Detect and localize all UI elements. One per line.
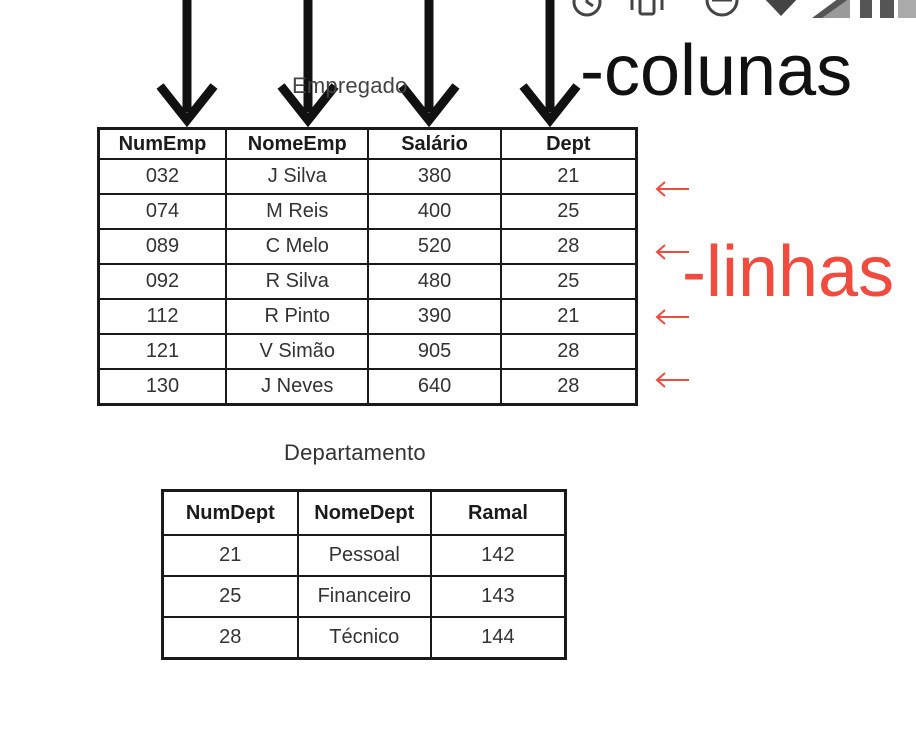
cell-numdept: 21 [161, 534, 299, 577]
cell-nomedept: Financeiro [296, 575, 432, 618]
department-table-caption: Departamento [284, 440, 426, 465]
cell-nomeemp: V Simão [225, 333, 370, 370]
department-header-row: NumDept NomeDept Ramal [161, 489, 567, 536]
department-table: NumDept NomeDept Ramal 21 Pessoal 142 25… [161, 489, 567, 660]
cell-ramal: 142 [429, 534, 567, 577]
cell-numdept: 28 [161, 616, 299, 660]
cell-nomeemp: R Silva [225, 263, 370, 300]
arrow-left-icon [655, 181, 689, 197]
cell-numemp: 089 [97, 228, 228, 265]
arrow-down-icon [156, 0, 218, 128]
cell-dept: 28 [499, 228, 638, 265]
cell-salario: 400 [367, 193, 502, 230]
arrow-down-icon [277, 0, 339, 128]
cell-numemp: 112 [97, 298, 228, 335]
column-pointer-arrows [156, 0, 581, 128]
table-row: 25 Financeiro 143 [161, 575, 567, 618]
do-not-disturb-icon [705, 0, 739, 17]
arrow-down-icon [398, 0, 460, 128]
table-row: 112 R Pinto 390 21 [97, 298, 638, 335]
arrow-left-icon [655, 372, 689, 388]
cell-numemp: 074 [97, 193, 228, 230]
table-row: 032 J Silva 380 21 [97, 158, 638, 195]
cell-nomeemp: J Silva [225, 158, 370, 195]
header-numdept: NumDept [161, 489, 299, 536]
columns-label: -colunas [580, 31, 853, 111]
arrow-left-icon [655, 309, 689, 325]
employee-header-row: NumEmp NomeEmp Salário Dept [97, 127, 638, 160]
status-bar [572, 0, 916, 18]
cell-dept: 28 [499, 333, 638, 370]
cell-dept: 28 [499, 368, 638, 406]
employee-table: NumEmp NomeEmp Salário Dept 032 J Silva … [97, 127, 638, 406]
header-dept: Dept [499, 127, 638, 160]
vibrate-icon [630, 0, 664, 16]
table-row: 074 M Reis 400 25 [97, 193, 638, 230]
header-salario: Salário [367, 127, 502, 160]
table-row: 092 R Silva 480 25 [97, 263, 638, 300]
header-nomeemp: NomeEmp [225, 127, 370, 160]
table-row: 21 Pessoal 142 [161, 534, 567, 577]
cell-salario: 390 [367, 298, 502, 335]
cell-dept: 25 [499, 193, 638, 230]
cell-salario: 380 [367, 158, 502, 195]
header-ramal: Ramal [429, 489, 567, 536]
table-row: 089 C Melo 520 28 [97, 228, 638, 265]
arrow-left-icon [655, 244, 689, 260]
cell-nomeemp: J Neves [225, 368, 370, 406]
table-row: 121 V Simão 905 28 [97, 333, 638, 370]
alarm-icon [572, 0, 602, 17]
cell-ramal: 143 [429, 575, 567, 618]
cell-numemp: 130 [97, 368, 228, 406]
header-nomedept: NomeDept [296, 489, 432, 536]
cell-dept: 21 [499, 158, 638, 195]
cell-nomeemp: M Reis [225, 193, 370, 230]
cell-nomeemp: R Pinto [225, 298, 370, 335]
table-row: 28 Técnico 144 [161, 616, 567, 660]
cell-salario: 905 [367, 333, 502, 370]
cell-salario: 640 [367, 368, 502, 406]
cell-salario: 520 [367, 228, 502, 265]
cell-numemp: 032 [97, 158, 228, 195]
arrow-down-icon [519, 0, 581, 128]
table-row: 130 J Neves 640 28 [97, 368, 638, 406]
cell-salario: 480 [367, 263, 502, 300]
cell-dept: 25 [499, 263, 638, 300]
signal-icon [812, 0, 850, 18]
employee-table-caption: Empregado [292, 73, 408, 98]
rows-label: -linhas [682, 232, 895, 312]
cell-numemp: 092 [97, 263, 228, 300]
cell-numdept: 25 [161, 575, 299, 618]
header-numemp: NumEmp [97, 127, 228, 160]
cell-dept: 21 [499, 298, 638, 335]
wifi-icon [765, 0, 797, 16]
cell-ramal: 144 [429, 616, 567, 660]
cell-nomedept: Pessoal [296, 534, 432, 577]
battery-icon [860, 0, 916, 18]
cell-nomedept: Técnico [296, 616, 432, 660]
cell-numemp: 121 [97, 333, 228, 370]
cell-nomeemp: C Melo [225, 228, 370, 265]
